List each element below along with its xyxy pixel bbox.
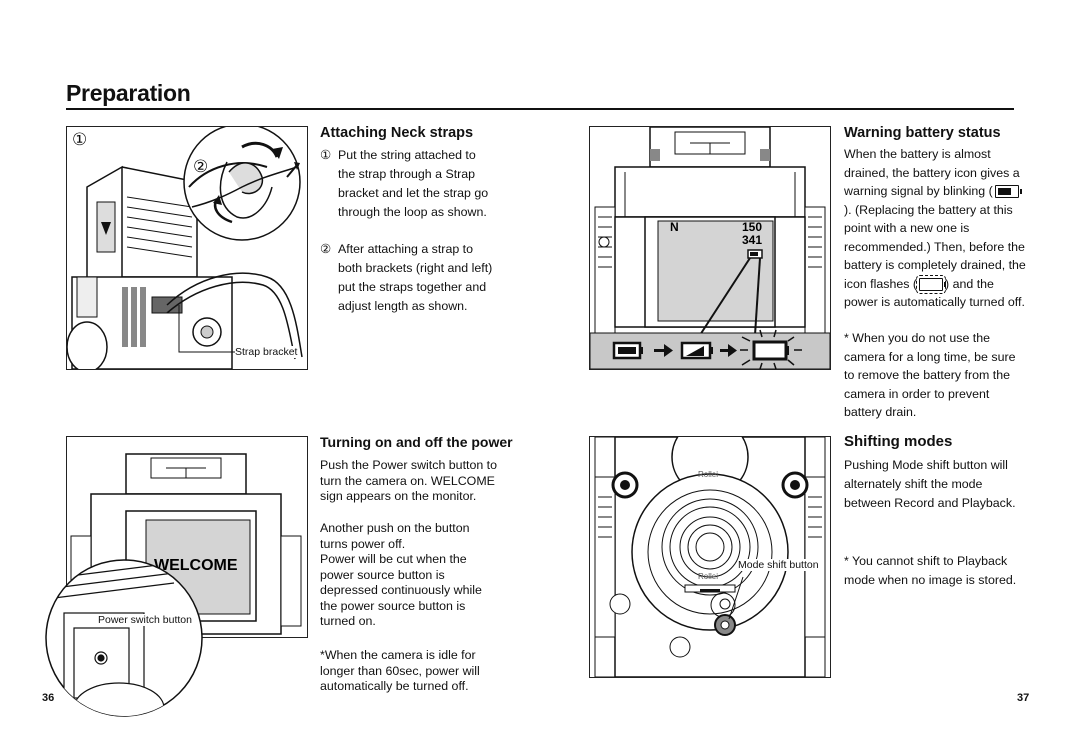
strap-bracket-callout: Strap bracket xyxy=(235,346,298,358)
neck-strap-illustration xyxy=(67,127,303,369)
neck-heading: Attaching Neck straps xyxy=(320,125,474,141)
power-note: *When the camera is idle for longer than… xyxy=(320,648,480,693)
mode-shift-button-callout: Mode shift button xyxy=(738,559,819,571)
neck-steps: ① Put the string attached to the strap t… xyxy=(320,146,496,316)
title-rule xyxy=(66,108,1014,110)
modes-heading: Shifting modes xyxy=(844,433,953,450)
power-text-2: Another push on the button turns power o… xyxy=(320,521,470,551)
neck-step-1: ① Put the string attached to the strap t… xyxy=(320,146,496,222)
mode-figure: Rollei Rollei Mode shift button xyxy=(589,436,831,678)
page-number-right: 37 xyxy=(1017,692,1030,704)
lcd-count-1: 150 xyxy=(742,220,762,234)
battery-text-a: When the battery is almost drained, the … xyxy=(844,147,1020,198)
power-switch-inset xyxy=(45,559,203,717)
empty-battery-flash-icon xyxy=(916,274,947,294)
figure-marker-2: ② xyxy=(193,157,209,176)
modes-text-1: Pushing Mode shift button will alternate… xyxy=(844,458,1016,510)
neck-step-1-text: Put the string attached to the strap thr… xyxy=(338,148,489,219)
battery-note: * When you do not use the camera for a l… xyxy=(844,331,1016,419)
battery-illustration: N 150 341 xyxy=(590,127,830,369)
lens-brand-bottom: Rollei xyxy=(698,572,718,581)
battery-heading: Warning battery status xyxy=(844,125,1001,141)
lcd-count-2: 341 xyxy=(742,233,762,247)
figure-marker-1: ① xyxy=(72,130,88,149)
power-figure: WELCOME Power switch button xyxy=(45,436,308,717)
battery-text-c: ) and the power is automatically turned … xyxy=(844,276,1025,310)
modes-note: * You cannot shift to Playback mode when… xyxy=(844,554,1017,587)
power-heading: Turning on and off the power xyxy=(320,434,513,450)
neck-step-1-num: ① xyxy=(320,148,332,162)
lens-brand-top: Rollei xyxy=(698,470,718,479)
power-switch-callout: Power switch button xyxy=(98,614,192,626)
battery-text: When the battery is almost drained, the … xyxy=(844,145,1026,312)
power-text-1: Push the Power switch button to turn the… xyxy=(320,458,498,503)
neck-step-2-num: ② xyxy=(320,242,332,256)
neck-step-2: ② After attaching a strap to both bracke… xyxy=(320,240,496,316)
power-text-3: Power will be cut when the power source … xyxy=(320,552,482,628)
battery-text-b: ). (Replacing the battery at this point … xyxy=(844,202,1026,291)
mode-illustration: Rollei Rollei xyxy=(594,437,826,677)
battery-figure: N 150 341 xyxy=(589,126,831,370)
low-battery-icon xyxy=(994,185,1022,199)
lcd-mode-label: N xyxy=(670,220,679,234)
page-number-left: 36 xyxy=(42,692,55,704)
neck-step-2-text: After attaching a strap to both brackets… xyxy=(338,242,493,313)
page-title: Preparation xyxy=(66,80,191,106)
welcome-screen-text: WELCOME xyxy=(154,557,238,574)
neck-strap-figure: ① ② Strap bracket xyxy=(66,126,308,370)
